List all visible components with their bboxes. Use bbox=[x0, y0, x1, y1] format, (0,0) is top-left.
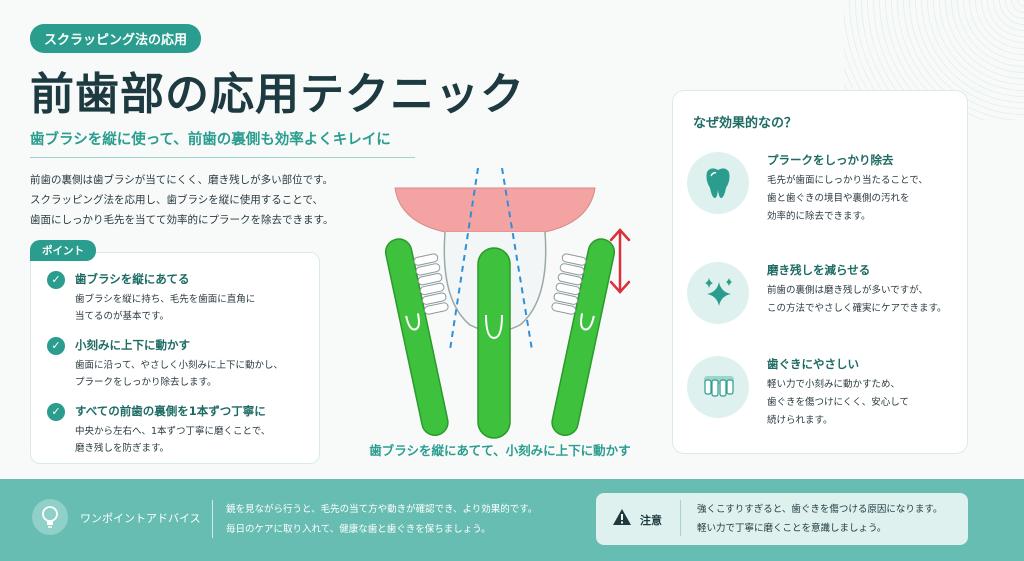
points-panel: ✓ 歯ブラシを縦にあてる 歯ブラシを縦に持ち、毛先を歯面に直角に 当てるのが基本… bbox=[30, 252, 320, 464]
guide-line-left bbox=[449, 167, 479, 351]
why-item-title: 磨き残しを減らせる bbox=[767, 263, 871, 277]
point-title: 小刻みに上下に動かす bbox=[75, 338, 190, 352]
why-desc-line: 前歯の裏側は磨き残しが多いですが、 bbox=[767, 285, 929, 296]
page-title: 前歯部の応用テクニック bbox=[30, 69, 525, 120]
why-desc-line: 毛先が歯面にしっかり当たることで、 bbox=[767, 175, 928, 186]
caution-panel bbox=[596, 493, 968, 545]
gums-icon bbox=[687, 356, 749, 418]
point-title: 歯ブラシを縦にあてる bbox=[75, 272, 190, 286]
why-desc-line: 続けられます。 bbox=[767, 415, 833, 426]
why-item-desc: 軽い力で小刻みに動かすため、 歯ぐきを傷つけにくく、安心して 続けられます。 bbox=[767, 376, 909, 430]
why-desc-line: 歯と歯ぐきの境目や裏側の汚れを bbox=[767, 193, 910, 204]
advice-line: 鏡を見ながら行うと、毛先の当て方や動きが確認でき、より効果的です。 bbox=[226, 504, 538, 515]
guide-line-right bbox=[501, 167, 533, 351]
point-title: すべての前歯の裏側を1本ずつ丁寧に bbox=[75, 404, 266, 418]
intro-line: 前歯の裏側は歯ブラシが当てにくく、磨き残しが多い部位です。 bbox=[30, 174, 334, 186]
gum-shape bbox=[394, 187, 596, 233]
point-desc-line: プラークをしっかり除去します。 bbox=[75, 377, 217, 388]
advice-text: 鏡を見ながら行うと、毛先の当て方や動きが確認でき、より効果的です。 毎日のケアに… bbox=[226, 500, 537, 540]
page-subtitle: 歯ブラシを縦に使って、前歯の裏側も効率よくキレイに bbox=[30, 128, 415, 158]
why-desc-line: 効率的に除去できます。 bbox=[767, 211, 871, 222]
point-desc-line: 歯ブラシを縦に持ち、毛先を歯面に直角に bbox=[75, 294, 256, 305]
footer-divider bbox=[212, 500, 213, 538]
why-desc-line: 軽い力で小刻みに動かすため、 bbox=[767, 379, 901, 390]
why-item-title: プラークをしっかり除去 bbox=[767, 153, 894, 167]
brushing-diagram bbox=[384, 167, 631, 439]
check-icon: ✓ bbox=[47, 271, 65, 289]
tooth-icon bbox=[687, 152, 749, 214]
points-label: ポイント bbox=[30, 240, 96, 261]
intro-line: スクラッピング法を応用し、歯ブラシを縦に使用することで、 bbox=[30, 194, 324, 206]
caution-line: 強くこすりすぎると、歯ぐきを傷つける原因になります。 bbox=[697, 504, 943, 515]
caution-line: 軽い力で丁寧に磨くことを意識しましょう。 bbox=[697, 523, 887, 534]
point-desc-line: 中央から左右へ、1本ずつ丁寧に磨くことで、 bbox=[75, 426, 271, 437]
point-desc-line: 当てるのが基本です。 bbox=[75, 311, 170, 322]
sparkle-icon bbox=[687, 262, 749, 324]
check-icon: ✓ bbox=[47, 403, 65, 421]
why-desc-line: 歯ぐきを傷つけにくく、安心して bbox=[767, 397, 910, 408]
caution-label: 注意 bbox=[640, 514, 662, 527]
warning-icon bbox=[613, 509, 631, 525]
why-item-desc: 毛先が歯面にしっかり当たることで、 歯と歯ぐきの境目や裏側の汚れを 効率的に除去… bbox=[767, 172, 928, 226]
why-item-title: 歯ぐきにやさしい bbox=[767, 357, 859, 371]
lightbulb-icon bbox=[32, 499, 68, 535]
why-desc-line: この方法でやさしく確実にケアできます。 bbox=[767, 303, 947, 314]
caution-divider bbox=[680, 500, 681, 536]
toothbrush-left bbox=[384, 238, 449, 437]
point-desc-line: 歯面に沿って、やさしく小刻みに上下に動かし、 bbox=[75, 360, 284, 371]
check-icon: ✓ bbox=[47, 337, 65, 355]
toothbrush-right bbox=[551, 238, 616, 437]
why-item-desc: 前歯の裏側は磨き残しが多いですが、 この方法でやさしく確実にケアできます。 bbox=[767, 282, 947, 318]
diagram-caption: 歯ブラシを縦にあてて、小刻みに上下に動かす bbox=[369, 443, 631, 458]
point-desc: 歯面に沿って、やさしく小刻みに上下に動かし、 プラークをしっかり除去します。 bbox=[75, 357, 283, 391]
category-tag: スクラッピング法の応用 bbox=[30, 24, 202, 53]
why-title: なぜ効果的なの？ bbox=[693, 116, 798, 131]
up-down-arrow-icon bbox=[609, 228, 631, 294]
caution-text: 強くこすりすぎると、歯ぐきを傷つける原因になります。 軽い力で丁寧に磨くことを意… bbox=[697, 500, 942, 538]
point-desc: 歯ブラシを縦に持ち、毛先を歯面に直角に 当てるのが基本です。 bbox=[75, 291, 255, 325]
point-desc-line: 磨き残しを防ぎます。 bbox=[75, 443, 170, 454]
intro-text: 前歯の裏側は歯ブラシが当てにくく、磨き残しが多い部位です。 スクラッピング法を応… bbox=[30, 170, 370, 230]
intro-line: 歯面にしっかり毛先を当てて効率的にプラークを除去できます。 bbox=[30, 214, 334, 226]
toothbrush-center bbox=[477, 247, 511, 439]
advice-label: ワンポイントアドバイス bbox=[80, 512, 201, 525]
point-desc: 中央から左右へ、1本ずつ丁寧に磨くことで、 磨き残しを防ぎます。 bbox=[75, 423, 270, 457]
advice-line: 毎日のケアに取り入れて、健康な歯と歯ぐきを保ちましょう。 bbox=[226, 524, 491, 535]
